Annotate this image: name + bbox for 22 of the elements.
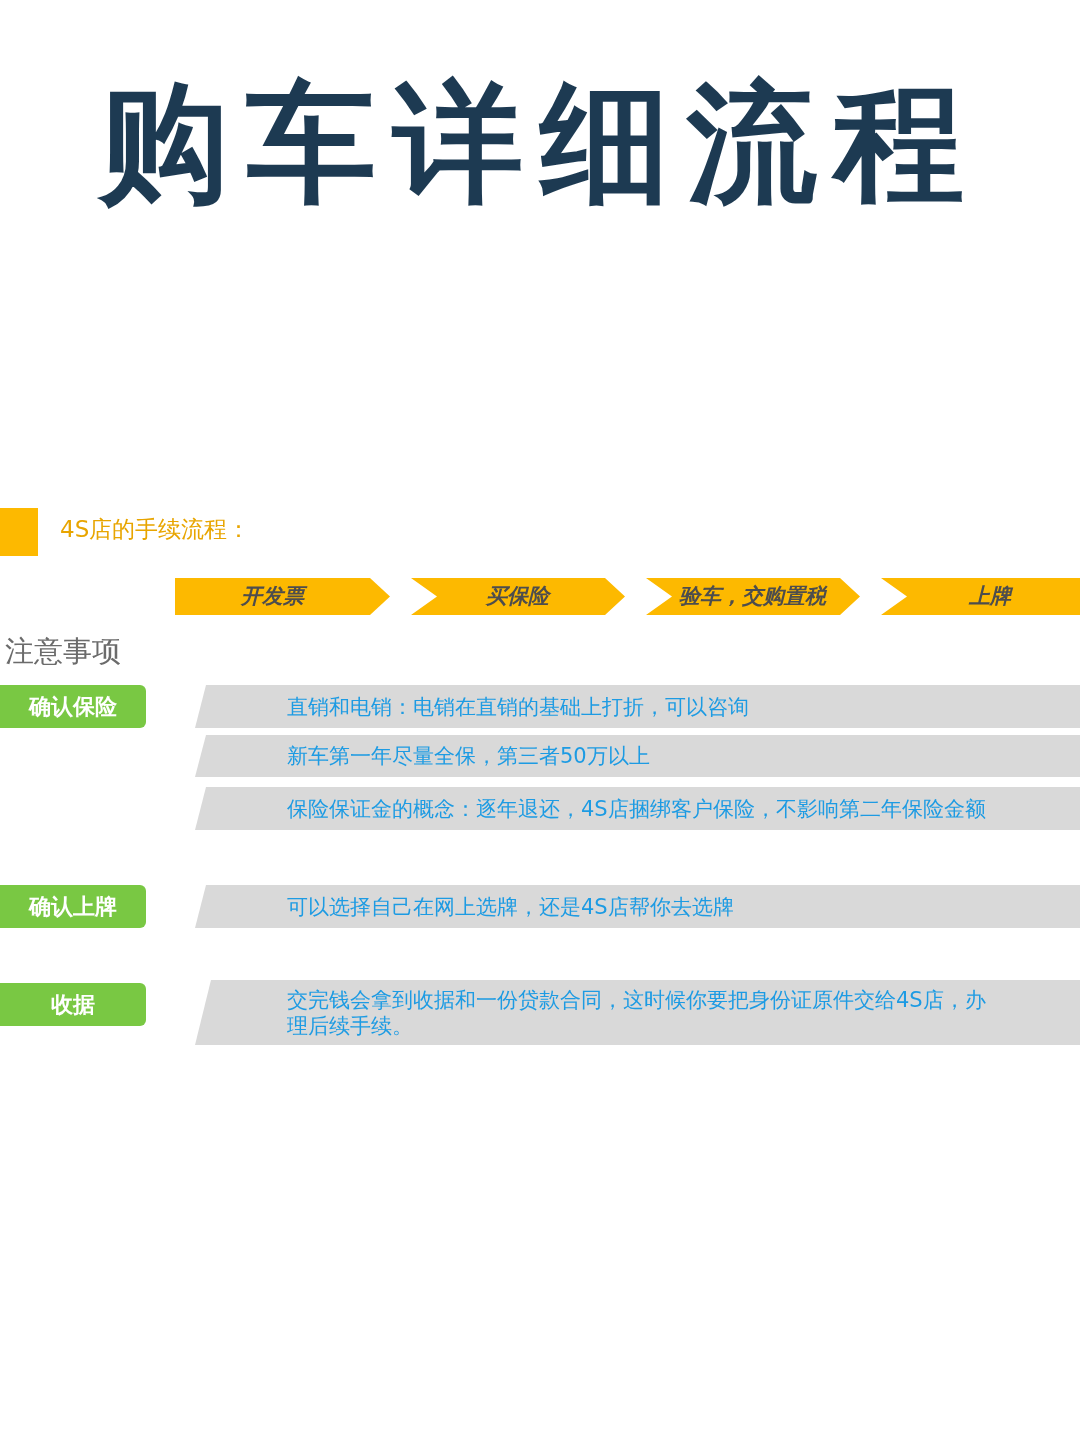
process-step: [411, 578, 625, 615]
topic-tag: 确认上牌: [0, 885, 146, 928]
note-band: [195, 980, 1080, 1045]
topic-tag: 收据: [0, 983, 146, 1026]
note-band: [195, 685, 1080, 728]
process-step: [175, 578, 390, 615]
process-step: [881, 578, 1080, 615]
note-text: 直销和电销：电销在直销的基础上打折，可以咨询: [287, 693, 749, 720]
note-text: 新车第一年尽量全保，第三者50万以上: [287, 742, 650, 770]
note-band: [195, 735, 1080, 777]
note-band: [195, 787, 1080, 830]
note-band: [195, 885, 1080, 928]
step-label: 验车，交购置税: [678, 583, 826, 610]
step-label: 上牌: [968, 583, 1011, 610]
notes-heading: 注意事项: [5, 634, 121, 669]
step-label: 买保险: [485, 583, 549, 610]
note-text: 交完钱会拿到收据和一份贷款合同，这时候你要把身份证原件交给4S店，办理后续手续。: [287, 986, 987, 1039]
note-text: 保险保证金的概念：逐年退还，4S店捆绑客户保险，不影响第二年保险金额: [287, 795, 986, 822]
topic-tag: 确认保险: [0, 685, 146, 728]
section-heading: 4S店的手续流程：: [60, 516, 251, 544]
note-text: 可以选择自己在网上选牌，还是4S店帮你去选牌: [287, 893, 734, 920]
process-step: [646, 578, 860, 615]
